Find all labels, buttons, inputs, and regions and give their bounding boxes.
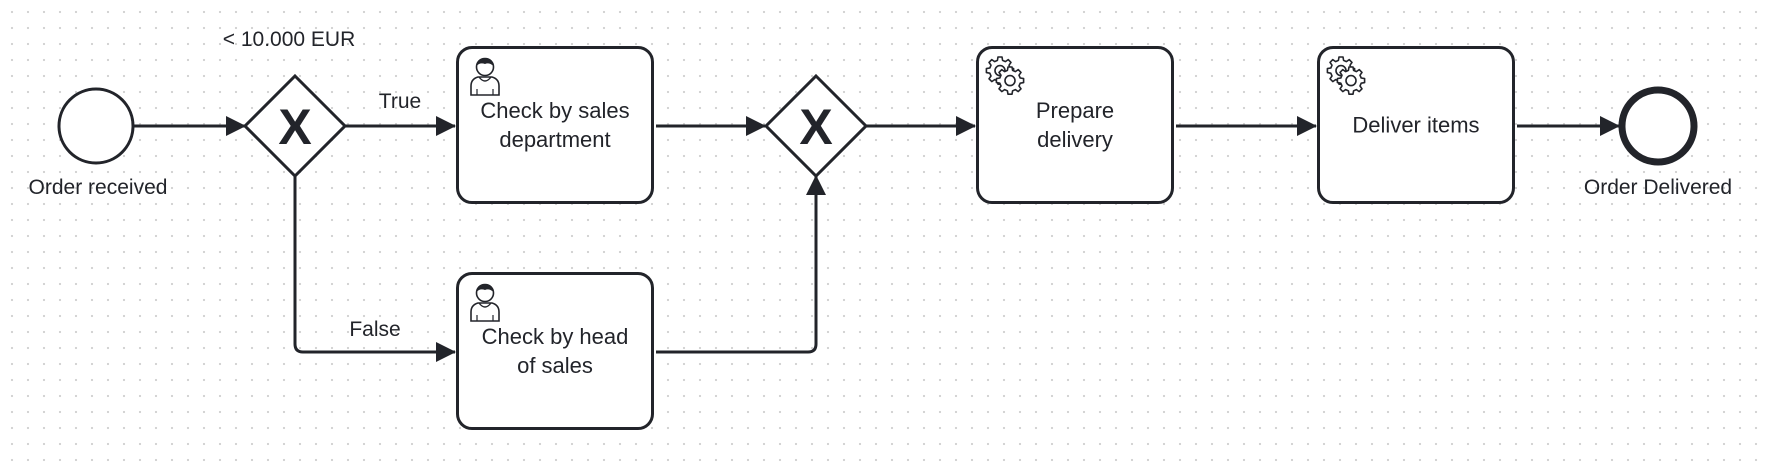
- task-label: Prepare delivery: [1035, 98, 1115, 152]
- flow-label-false: False: [349, 318, 401, 341]
- end-event-label: Order Delivered: [1583, 176, 1733, 199]
- gateway-marker: X: [278, 99, 311, 155]
- start-event-label: Order received: [28, 176, 168, 199]
- gateway-marker: X: [799, 99, 832, 155]
- gateway-condition-annotation: < 10.000 EUR: [222, 28, 356, 51]
- start-event[interactable]: [57, 87, 135, 165]
- task-label: Check by sales department: [480, 98, 630, 152]
- user-icon: [470, 57, 500, 96]
- end-event[interactable]: [1618, 86, 1698, 166]
- gear-icon: [1326, 56, 1366, 95]
- exclusive-gateway-join[interactable]: X: [763, 73, 869, 179]
- task-prepare-delivery[interactable]: Prepare delivery: [976, 46, 1174, 204]
- flow-false[interactable]: [293, 176, 456, 362]
- task-check-by-head-of-sales[interactable]: Check by head of sales: [456, 272, 654, 430]
- task-label: Deliver items: [1352, 112, 1480, 138]
- task-deliver-items[interactable]: Deliver items: [1317, 46, 1515, 204]
- task-label: Check by head of sales: [481, 324, 629, 378]
- flow-label-true: True: [378, 90, 422, 113]
- task-check-by-sales-department[interactable]: Check by sales department: [456, 46, 654, 204]
- flow-head-to-join[interactable]: [656, 175, 826, 354]
- user-icon: [470, 283, 500, 322]
- gear-icon: [985, 56, 1025, 95]
- exclusive-gateway-split[interactable]: X: [242, 73, 348, 179]
